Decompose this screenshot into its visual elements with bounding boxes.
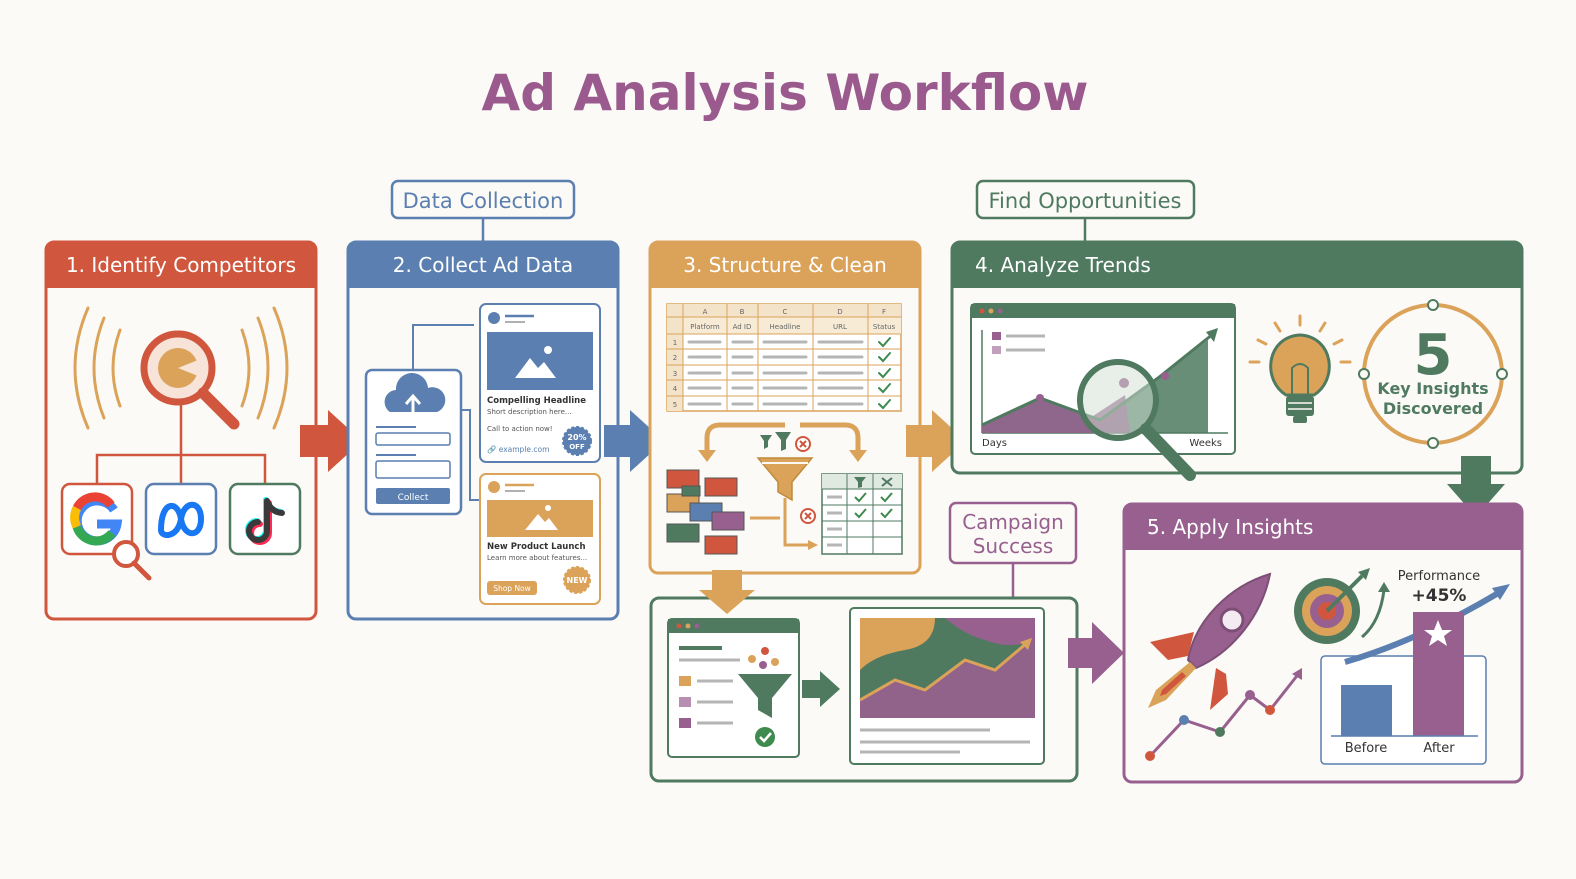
shop-now-button[interactable] [487, 581, 537, 595]
step-4-analyze-trends: 4. Analyze Trends Days Weeks [950, 240, 1524, 481]
performance-value: +45% [1412, 586, 1467, 606]
ad1-description: Short description here... [487, 408, 572, 416]
trend-chart-window: Days Weeks [970, 303, 1236, 481]
arrow-step1-to-step2 [300, 410, 362, 472]
radar-search-icon [73, 306, 289, 430]
col-letter-f: F [882, 308, 886, 316]
status-checks [878, 337, 891, 410]
arrow-step4-to-step5 [1447, 456, 1505, 517]
collect-button[interactable] [376, 488, 450, 504]
target-icon [1294, 568, 1390, 644]
arrow-panel-to-step5 [1068, 622, 1124, 684]
funnel-icon [756, 432, 814, 502]
row-number-1: 1 [673, 339, 677, 347]
performance-chart: Performance +45% Before After [1320, 569, 1510, 765]
ad2-description: Learn more about features... [487, 554, 587, 562]
form-field-2[interactable] [375, 460, 451, 479]
bar-before [1341, 685, 1392, 736]
magnifier-icon [140, 330, 240, 430]
step-3-label: 3. Structure & Clean [683, 253, 887, 277]
callout-campaign-line-1: Campaign [962, 510, 1064, 534]
lightbulb-icon [1248, 314, 1352, 423]
ad1-cta: Call to action now! [487, 425, 553, 433]
ad2-headline: New Product Launch [487, 542, 586, 552]
rocket-icon [1148, 572, 1272, 710]
bar-label-before: Before [1345, 741, 1388, 756]
insight-line-1: Key Insights [1377, 379, 1488, 398]
insight-count: 5 [1414, 323, 1453, 388]
col-letter-c: C [783, 308, 788, 316]
clear-icon [881, 477, 893, 487]
ad1-headline: Compelling Headline [487, 396, 586, 406]
clean-table [821, 473, 903, 555]
col-header-headline: Headline [770, 323, 801, 331]
step-4-label: 4. Analyze Trends [975, 253, 1151, 277]
col-letter-b: B [740, 308, 745, 316]
row-number-3: 3 [673, 370, 677, 378]
chart-x-start: Days [982, 438, 1007, 449]
ad-image-1 [487, 332, 593, 390]
arrow-step3-to-step4 [906, 410, 966, 472]
growth-line-icon [1145, 668, 1302, 761]
step-3-structure-clean: 3. Structure & Clean A B [648, 240, 922, 575]
step-2-label: 2. Collect Ad Data [393, 253, 573, 277]
chart-x-end: Weeks [1189, 438, 1222, 449]
performance-label: Performance [1398, 569, 1480, 584]
star-icon [1424, 620, 1452, 646]
filter-visualize-panel [649, 570, 1079, 783]
step-1-label: 1. Identify Competitors [66, 253, 296, 277]
form-field-1[interactable] [375, 432, 451, 446]
tiktok-icon [228, 482, 302, 556]
callout-find-opportunities: Find Opportunities [975, 179, 1196, 242]
spreadsheet: A B C D F Platform Ad ID Headline URL St… [666, 303, 902, 412]
row-number-2: 2 [673, 354, 677, 362]
callout-campaign-success: Campaign Success [948, 501, 1078, 598]
insight-line-2: Discovered [1383, 399, 1483, 418]
messy-data-blocks [666, 469, 745, 555]
callout-data-collection-label: Data Collection [403, 189, 564, 213]
badge-line-2: OFF [569, 443, 585, 451]
meta-icon [144, 482, 218, 556]
filter-icon [854, 477, 866, 488]
ad1-url: 🔗 example.com [487, 444, 549, 454]
visualization-window [849, 607, 1045, 765]
ad-card-1: Compelling Headline Short description he… [479, 303, 601, 463]
bar-label-after: After [1423, 741, 1455, 756]
insights-badge: 5 Key Insights Discovered [1358, 299, 1508, 449]
col-header-status: Status [873, 323, 896, 331]
callout-data-collection: Data Collection [390, 179, 576, 242]
callout-find-opportunities-label: Find Opportunities [989, 189, 1182, 213]
new-badge-label: NEW [567, 576, 588, 585]
arrow-filter-to-chart [802, 671, 840, 707]
collect-form: Collect [364, 368, 463, 516]
row-number-5: 5 [673, 401, 677, 409]
page-title: Ad Analysis Workflow [482, 64, 1089, 122]
ad-card-2: New Product Launch Learn more about feat… [479, 473, 601, 605]
col-letter-a: A [703, 308, 708, 316]
arrow-step2-to-step3 [604, 410, 664, 472]
new-badge [563, 566, 591, 594]
filter-window [667, 618, 800, 758]
discount-badge: 20% OFF [562, 426, 592, 456]
step-5-apply-insights: 5. Apply Insights [1122, 502, 1524, 784]
badge-line-1: 20% [567, 433, 586, 442]
col-header-ad-id: Ad ID [733, 323, 752, 331]
step-5-label: 5. Apply Insights [1147, 515, 1313, 539]
col-header-url: URL [833, 323, 847, 331]
analysis-magnifier-icon [1077, 359, 1196, 481]
col-header-platform: Platform [690, 323, 720, 331]
callout-campaign-line-2: Success [973, 534, 1054, 558]
shop-now-label: Shop Now [493, 584, 531, 593]
step-2-collect-ad-data: 2. Collect Ad Data Collect [346, 240, 620, 621]
arrow-step3-to-panel [699, 570, 755, 614]
row-number-4: 4 [673, 385, 678, 393]
google-icon [60, 482, 152, 581]
cloud-upload-icon [384, 372, 446, 413]
collect-button-label: Collect [398, 493, 429, 503]
step-1-identify-competitors: 1. Identify Competitors [44, 240, 318, 621]
col-letter-d: D [837, 308, 842, 316]
